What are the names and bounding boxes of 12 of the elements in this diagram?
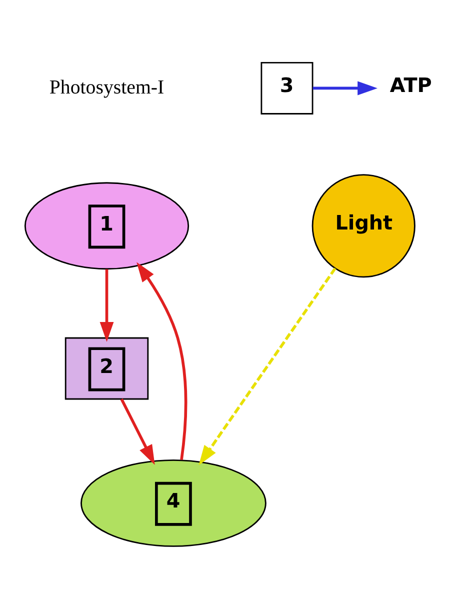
arrow (136, 262, 188, 460)
arrow (100, 269, 114, 342)
node-ellipse: 4 (80, 459, 266, 547)
arrow (312, 81, 378, 96)
node-ellipse: 1 (24, 182, 190, 270)
node-circle: Light (312, 174, 416, 278)
label: Photosystem-I (49, 76, 164, 98)
arrow (120, 398, 155, 465)
node-text: ATP (390, 74, 432, 98)
arrow (198, 268, 336, 466)
node-box: 2 (64, 337, 149, 400)
node-box: 3 (260, 62, 314, 114)
